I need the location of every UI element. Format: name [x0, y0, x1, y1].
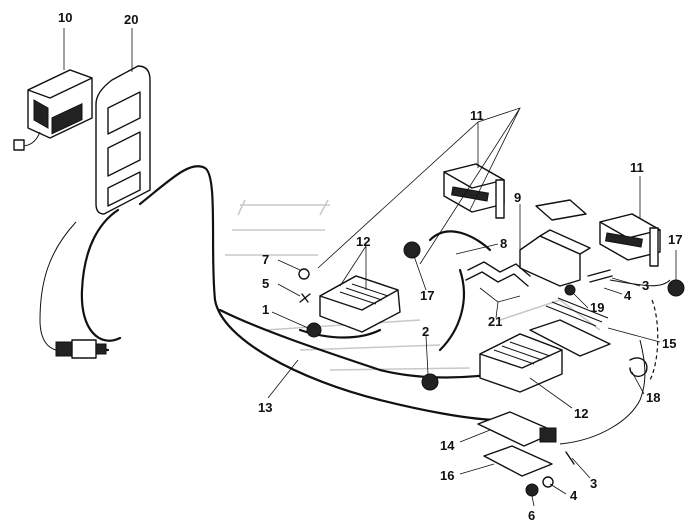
monitor-bracket — [95, 65, 151, 215]
plate-16 — [483, 445, 553, 477]
control-module-12-lower — [479, 333, 563, 393]
callout-17-left: 17 — [420, 288, 434, 303]
mounting-bracket-11-right — [599, 213, 661, 267]
callout-18: 18 — [646, 390, 660, 405]
callout-9: 9 — [514, 190, 521, 205]
callout-4-lower: 4 — [570, 488, 578, 503]
callout-7: 7 — [262, 252, 269, 267]
callout-11-left: 11 — [470, 108, 484, 123]
callout-21: 21 — [488, 314, 502, 329]
clip-21 — [465, 261, 531, 287]
callout-10: 10 — [58, 10, 72, 25]
plate-14 — [477, 411, 557, 447]
callout-3-lower: 3 — [590, 476, 597, 491]
callout-15: 15 — [662, 336, 676, 351]
callout-20: 20 — [124, 12, 138, 27]
callout-13: 13 — [258, 400, 272, 415]
callout-labels: 10 20 11 11 9 8 12 7 5 1 17 17 2 21 19 4… — [58, 10, 682, 523]
callout-6: 6 — [528, 508, 535, 523]
callout-5: 5 — [262, 276, 269, 291]
callout-17-right: 17 — [668, 232, 682, 247]
callout-16: 16 — [440, 468, 454, 483]
control-module-12-upper — [319, 275, 401, 333]
hardware — [298, 241, 685, 497]
connector-strip-15 — [529, 297, 611, 357]
callout-19: 19 — [590, 300, 604, 315]
callout-14: 14 — [440, 438, 455, 453]
callout-2: 2 — [422, 324, 429, 339]
callout-8: 8 — [500, 236, 507, 251]
bracket-9 — [519, 199, 591, 287]
callout-11-right: 11 — [630, 160, 644, 175]
callout-12-lower: 12 — [574, 406, 588, 421]
callout-4-upper: 4 — [624, 288, 632, 303]
mounting-bracket-11-left — [443, 163, 505, 219]
callout-3-upper: 3 — [642, 278, 649, 293]
callout-1: 1 — [262, 302, 269, 317]
display-unit — [13, 69, 93, 151]
callout-12-upper: 12 — [356, 234, 370, 249]
leader-lines — [63, 28, 677, 507]
